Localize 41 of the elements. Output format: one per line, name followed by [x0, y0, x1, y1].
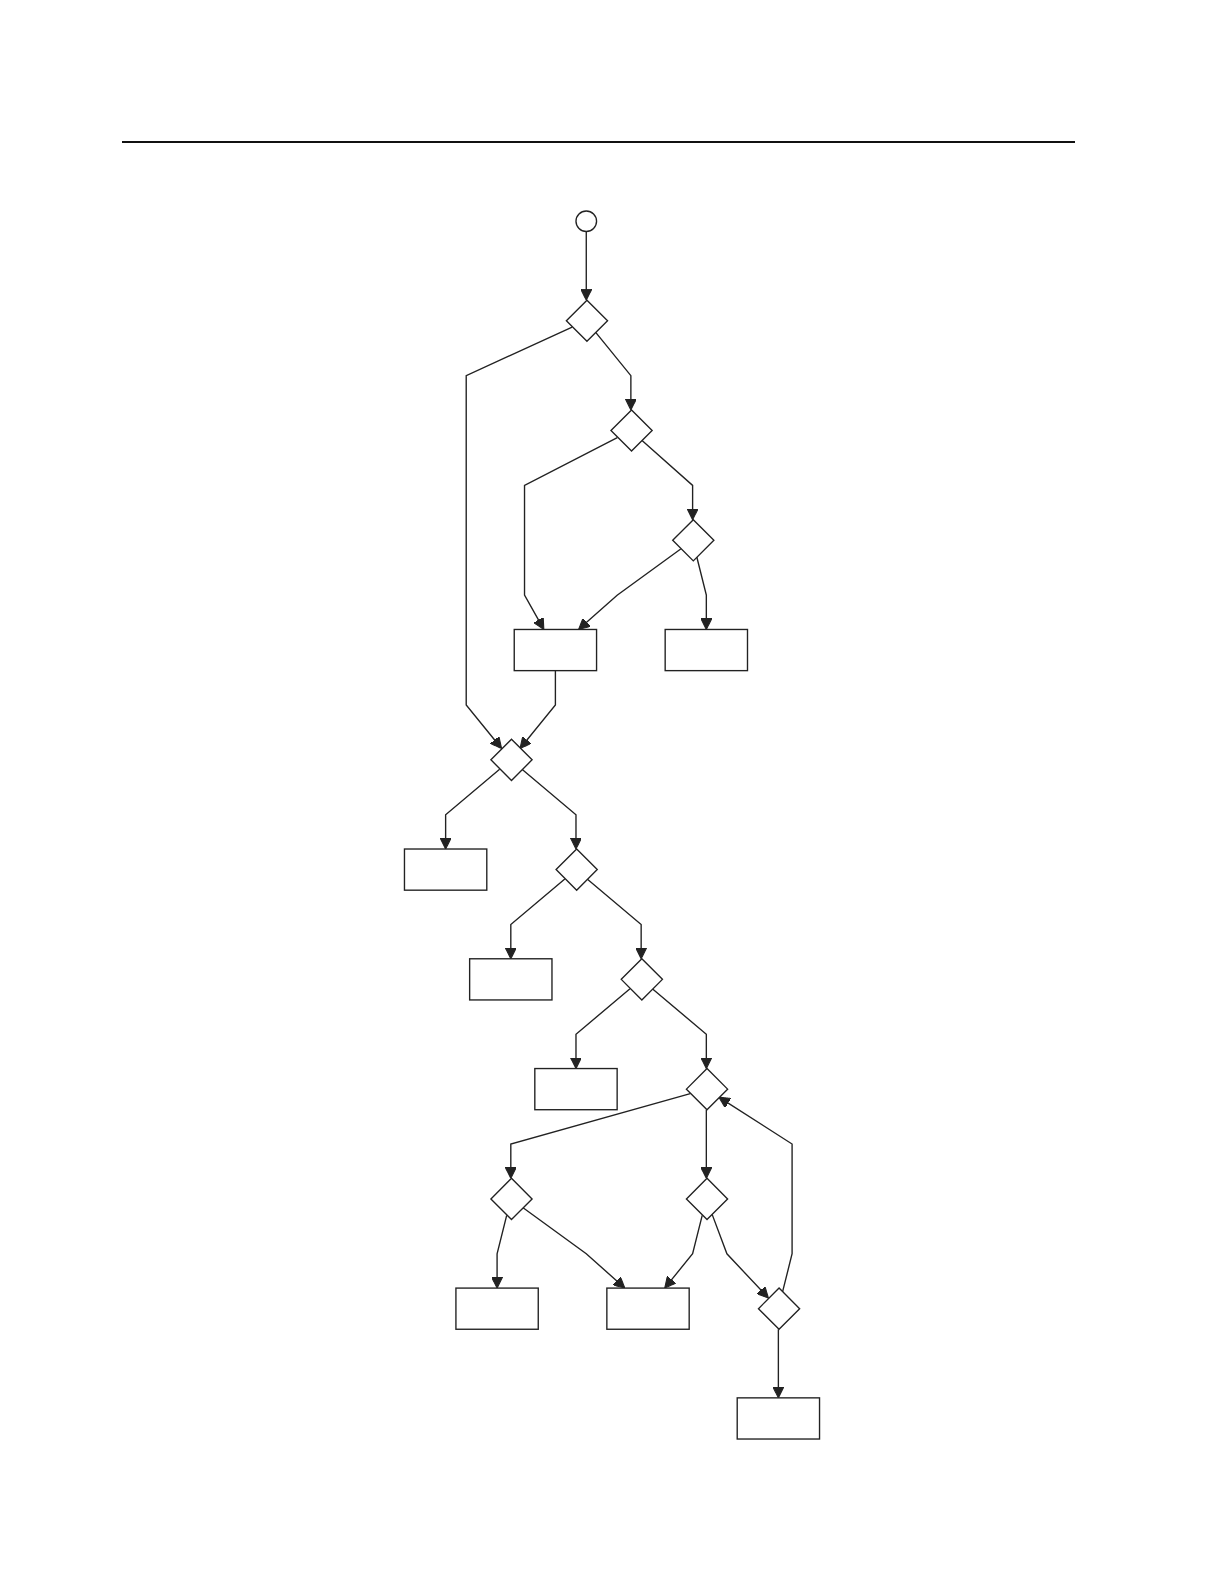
node-box: [736, 1397, 821, 1440]
arrow: [504, 878, 566, 960]
node-diamond: [489, 738, 534, 782]
node-diamond: [489, 1177, 534, 1221]
node-diamond: [685, 1177, 729, 1221]
node-diamond: [610, 408, 654, 453]
arrow: [578, 548, 682, 630]
node-diamond: [757, 1287, 801, 1331]
node-diamond: [671, 518, 715, 562]
node-box: [664, 628, 749, 672]
arrow: [641, 439, 699, 521]
node-diamond: [620, 957, 664, 1001]
arrow: [465, 326, 573, 749]
arrow: [580, 230, 593, 301]
node-diamond: [555, 848, 599, 892]
arrow: [569, 988, 631, 1070]
arrow: [700, 1109, 713, 1179]
arrow: [491, 1214, 508, 1289]
arrow: [651, 988, 713, 1070]
arrow: [519, 669, 557, 749]
node-diamond: [685, 1067, 729, 1111]
arrow: [664, 1214, 703, 1289]
arrow: [522, 1206, 626, 1289]
arrow: [586, 878, 648, 960]
arrow: [594, 331, 637, 411]
node-box: [455, 1287, 539, 1330]
arrow: [718, 1096, 793, 1293]
node-diamond: [565, 299, 609, 343]
node-circle: [575, 210, 598, 233]
arrow: [521, 768, 582, 850]
arrow: [504, 1092, 691, 1179]
node-box: [468, 958, 553, 1001]
node-box: [534, 1067, 618, 1111]
node-box: [606, 1287, 690, 1330]
node-box: [403, 848, 488, 891]
arrow: [523, 436, 618, 630]
arrow: [772, 1328, 785, 1399]
node-box: [513, 628, 598, 672]
arrow: [711, 1213, 769, 1299]
arrow: [696, 556, 713, 630]
arrow: [439, 768, 501, 850]
